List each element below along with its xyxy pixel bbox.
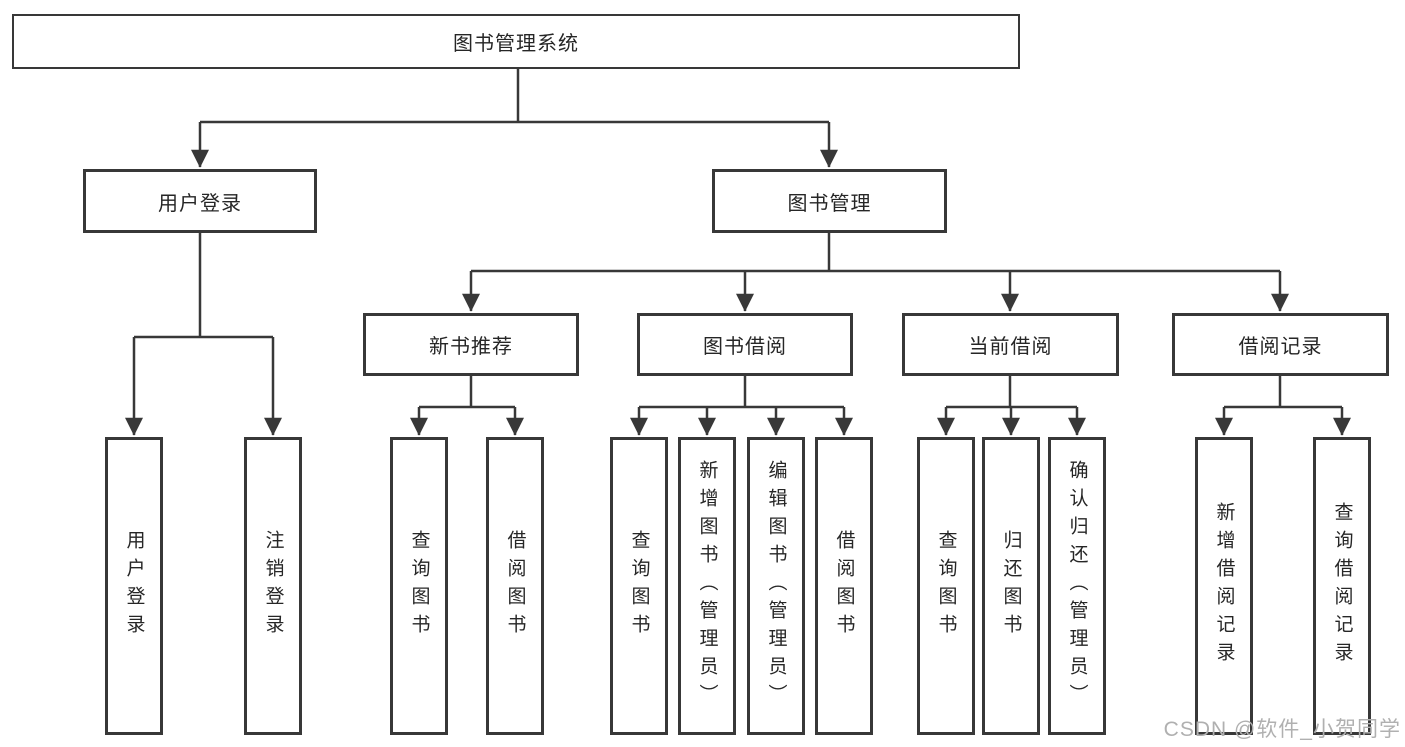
node-current-borrowing: 当前借阅 bbox=[902, 313, 1119, 376]
node-user-login: 用户登录 bbox=[83, 169, 317, 233]
node-library-management-system: 图书管理系统 bbox=[12, 14, 1020, 69]
node-label: 编辑图书（管理员） bbox=[765, 460, 787, 712]
leaf-borrowing-borrow-books: 借阅图书 bbox=[815, 437, 873, 735]
node-label: 图书管理系统 bbox=[453, 33, 579, 55]
node-book-management: 图书管理 bbox=[712, 169, 947, 233]
leaf-recommend-borrow-books: 借阅图书 bbox=[486, 437, 544, 735]
node-label: 查询图书 bbox=[628, 530, 650, 642]
node-label: 查询借阅记录 bbox=[1331, 502, 1353, 670]
node-label: 用户登录 bbox=[158, 192, 242, 215]
node-label: 当前借阅 bbox=[968, 336, 1053, 358]
node-label: 查询图书 bbox=[935, 530, 957, 642]
node-label: 图书管理 bbox=[787, 192, 872, 215]
node-label: 归还图书 bbox=[1000, 530, 1022, 642]
csdn-watermark: CSDN @软件_小贺同学 bbox=[1163, 718, 1401, 741]
leaf-current-query-books: 查询图书 bbox=[917, 437, 975, 735]
leaf-current-confirm-return-admin: 确认归还（管理员） bbox=[1048, 437, 1106, 735]
node-label: 确认归还（管理员） bbox=[1066, 460, 1088, 712]
node-label: 新书推荐 bbox=[429, 336, 513, 358]
node-book-borrowing: 图书借阅 bbox=[637, 313, 853, 376]
node-label: 借阅图书 bbox=[504, 530, 526, 642]
node-label: 新增图书（管理员） bbox=[696, 460, 718, 712]
node-borrowing-records: 借阅记录 bbox=[1172, 313, 1389, 376]
node-label: 图书借阅 bbox=[703, 336, 787, 358]
node-label: 借阅图书 bbox=[833, 530, 855, 642]
node-new-book-recommend: 新书推荐 bbox=[363, 313, 579, 376]
leaf-logout: 注销登录 bbox=[244, 437, 302, 735]
node-label: 注销登录 bbox=[262, 530, 284, 642]
node-label: 新增借阅记录 bbox=[1213, 502, 1235, 670]
node-label: 借阅记录 bbox=[1238, 336, 1323, 358]
leaf-recommend-query-books: 查询图书 bbox=[390, 437, 448, 735]
node-label: 查询图书 bbox=[408, 530, 430, 642]
leaf-borrowing-edit-books-admin: 编辑图书（管理员） bbox=[747, 437, 805, 735]
leaf-current-return-books: 归还图书 bbox=[982, 437, 1040, 735]
leaf-records-query-record: 查询借阅记录 bbox=[1313, 437, 1371, 735]
leaf-user-login: 用户登录 bbox=[105, 437, 163, 735]
leaf-borrowing-query-books: 查询图书 bbox=[610, 437, 668, 735]
leaf-borrowing-add-books-admin: 新增图书（管理员） bbox=[678, 437, 736, 735]
leaf-records-add-record: 新增借阅记录 bbox=[1195, 437, 1253, 735]
node-label: 用户登录 bbox=[123, 530, 145, 642]
